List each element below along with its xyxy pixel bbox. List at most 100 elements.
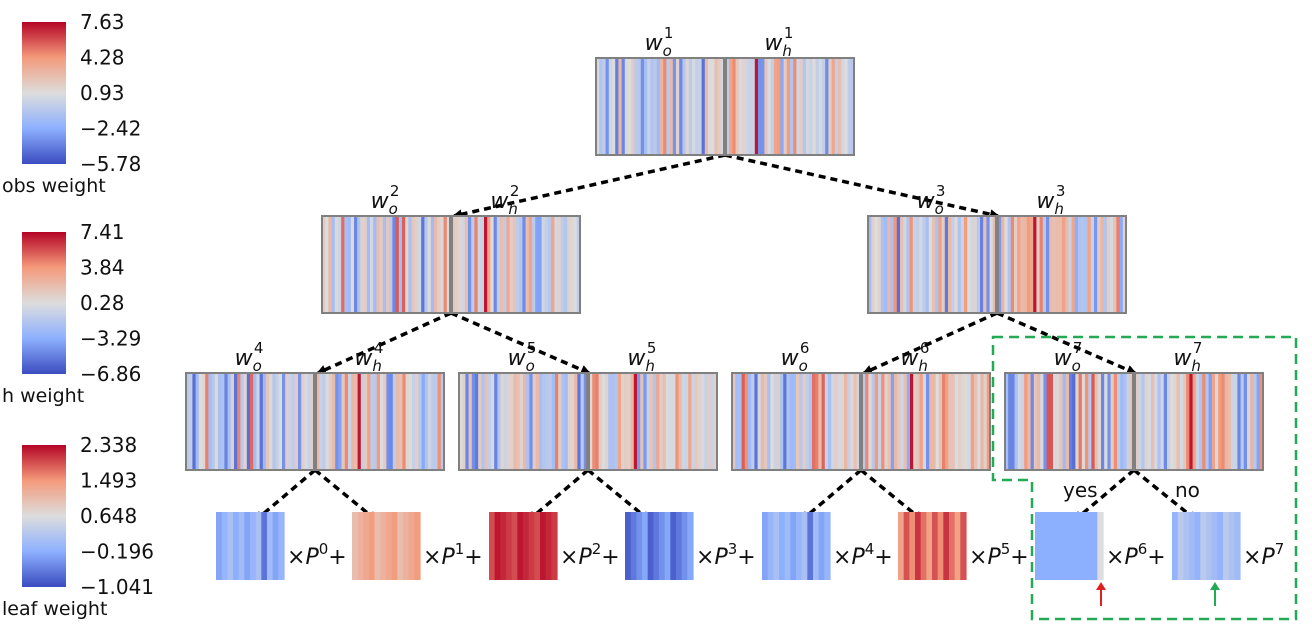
leaf-weight-stripe xyxy=(909,512,916,580)
obs-weight-stripe xyxy=(571,373,575,470)
leaf-weight-stripe xyxy=(647,512,654,580)
obs-weight-stripe xyxy=(532,373,537,470)
h-weight-stripe xyxy=(897,373,901,470)
h-weight-stripe xyxy=(640,373,644,470)
plus-sign: + xyxy=(464,545,482,570)
obs-weight-heatmap xyxy=(458,372,588,471)
h-weight-stripe xyxy=(977,373,981,470)
h-weight-stripe xyxy=(370,373,375,470)
h-weight-stripe xyxy=(865,373,869,470)
h-weight-stripe xyxy=(1234,373,1238,470)
obs-weight-stripe xyxy=(539,373,543,470)
obs-weight-stripe xyxy=(874,216,879,313)
h-weight-stripe xyxy=(633,373,638,470)
obs-weight-stripe xyxy=(744,373,749,470)
h-weight-stripe xyxy=(659,373,664,470)
leaf-weight-stripe xyxy=(352,512,359,580)
leaf-weight-stripe xyxy=(494,512,501,580)
obs-weight-stripe xyxy=(424,216,429,313)
obs-weight-stripe xyxy=(405,216,409,313)
obs-weight-stripe xyxy=(847,373,851,470)
h-weight-stripe xyxy=(710,373,715,470)
leaf-colorbar-tick: −1.041 xyxy=(80,575,154,599)
node-h-label: wh1 xyxy=(764,24,793,60)
node-h-sub: h xyxy=(508,200,518,218)
h-weight-stripe xyxy=(332,373,336,470)
obs-weight-stripe xyxy=(698,58,703,155)
h-weight-stripe xyxy=(913,373,917,470)
obs-weight-stripe xyxy=(909,216,914,313)
h-weight-stripe xyxy=(758,58,762,155)
obs-weight-stripe xyxy=(1027,373,1032,470)
leaf-weight-stripe xyxy=(500,512,507,580)
obs-weight-stripe xyxy=(421,216,425,313)
leaf-weight-heatmap xyxy=(898,512,967,580)
node-obs-sub: o xyxy=(253,357,262,375)
obs-weight-stripe xyxy=(491,373,495,470)
node-obs-sup: 3 xyxy=(936,182,946,200)
obs-weight-stripe xyxy=(637,58,642,155)
h-weight-stripe xyxy=(1138,373,1142,470)
h-weight-stripe xyxy=(458,216,463,313)
obs-weight-stripe xyxy=(970,216,975,313)
h-weight-stripe xyxy=(344,373,349,470)
h-weight-stripe xyxy=(646,373,651,470)
no-branch-label: no xyxy=(1175,478,1200,502)
h-weight-stripe xyxy=(1221,373,1226,470)
obs-weight-stripe xyxy=(551,373,556,470)
h-weight-stripe xyxy=(735,58,740,155)
h-weight-stripe xyxy=(780,58,785,155)
leaf-weight-stripe xyxy=(1211,512,1218,580)
obs-weight-stripe xyxy=(1053,373,1057,470)
h-weight-stripe xyxy=(551,216,555,313)
h-colorbar-tick: 7.41 xyxy=(80,220,125,244)
leaf-probability-term: ×P4+ xyxy=(833,540,893,570)
node-h-sup: 6 xyxy=(920,339,930,357)
obs-weight-stripe xyxy=(754,373,759,470)
leaf-weight-stripe xyxy=(1194,512,1201,580)
obs-weight-stripe xyxy=(243,373,248,470)
obs-weight-stripe xyxy=(912,216,917,313)
leaf-weight-stripe xyxy=(920,512,927,580)
h-weight-stripe xyxy=(1119,216,1124,313)
obs-weight-stripe xyxy=(976,216,981,313)
obs-weight-stripe xyxy=(278,373,283,470)
obs-weight-stripe xyxy=(815,373,819,470)
h-weight-stripe xyxy=(729,58,733,155)
h-weight-stripe xyxy=(325,373,330,470)
h-weight-stripe xyxy=(649,373,654,470)
obs-weight-stripe xyxy=(443,216,448,313)
obs-weight-stripe xyxy=(373,216,377,313)
obs-weight-stripe xyxy=(230,373,235,470)
leaf-colorbar-tick: 1.493 xyxy=(80,469,137,493)
obs-weight-stripe xyxy=(434,216,438,313)
leaf-weight-stripe xyxy=(670,512,677,580)
leaf-weight-stripe xyxy=(1086,512,1093,580)
obs-weight-frame xyxy=(731,372,861,471)
h-weight-stripe xyxy=(431,373,435,470)
leaf-weight-stripe xyxy=(261,512,268,580)
node-obs-sub: o xyxy=(799,357,808,375)
h-weight-stripe xyxy=(541,216,546,313)
obs-weight-stripe xyxy=(1062,373,1067,470)
obs-weight-stripe xyxy=(938,216,943,313)
obs-weight-stripe xyxy=(1017,373,1022,470)
plus-sign: + xyxy=(328,545,346,570)
h-weight-stripe xyxy=(745,58,749,155)
obs-weight-stripe xyxy=(334,216,339,313)
obs-weight-stripe xyxy=(941,216,946,313)
obs-weight-stripe xyxy=(468,373,473,470)
h-weight-stripe xyxy=(1160,373,1165,470)
leaf-weight-stripe xyxy=(221,512,228,580)
leaf-weight-stripe xyxy=(915,512,922,580)
h-weight-stripe xyxy=(1081,216,1085,313)
obs-weight-stripe xyxy=(519,373,524,470)
obs-weight-stripe xyxy=(227,373,232,470)
obs-weight-stripe xyxy=(644,58,648,155)
obs-weight-stripe xyxy=(669,58,674,155)
obs-weight-stripe xyxy=(192,373,197,470)
